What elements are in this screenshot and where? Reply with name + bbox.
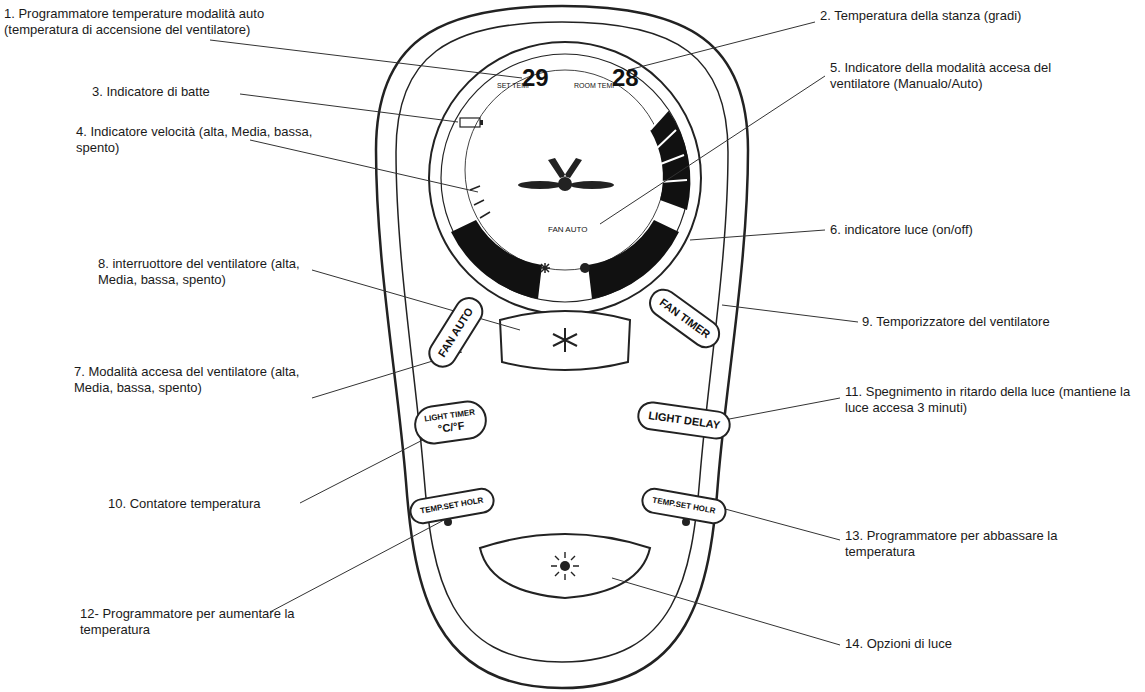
callout-label: 9. Temporizzatore del ventilatore [862,314,1132,330]
callout-label: 12- Programmatore per aumentare la tempe… [80,606,320,638]
callout-label: 1. Programmatore temperature modalità au… [4,6,304,38]
callout-label: 5. Indicatore della modalità accesa del … [830,60,1080,92]
callout-label: 11. Spegnimento in ritardo della luce (m… [845,384,1135,416]
callout-label: 10. Contatore temperatura [108,496,328,512]
display-text: ROOM TEMP [574,82,617,89]
display-digits: 28 [612,66,639,90]
callout-label: 7. Modalità accesa del ventilatore (alta… [74,364,314,396]
callout-label: 2. Temperatura della stanza (gradi) [820,8,1120,24]
button-text: TEMP.SET HOLR [652,496,717,517]
callout-label: 14. Opzioni di luce [845,636,1045,652]
button-text: TEMP.SET HOLR [420,496,485,517]
callout-label: 4. Indicatore velocità (alta, Media, bas… [76,124,316,156]
callout-label: 3. Indicatore di batte [92,84,292,100]
callout-label: 8. interruottore del ventilatore (alta, … [98,256,318,288]
display-digits: 29 [522,66,549,90]
callout-label: 13. Programmatore per abbassare la tempe… [845,528,1085,560]
display-text: FAN AUTO [548,226,587,234]
callout-label: 6. indicatore luce (on/off) [830,222,1090,238]
button-text: LIGHT DELAY [647,409,720,432]
